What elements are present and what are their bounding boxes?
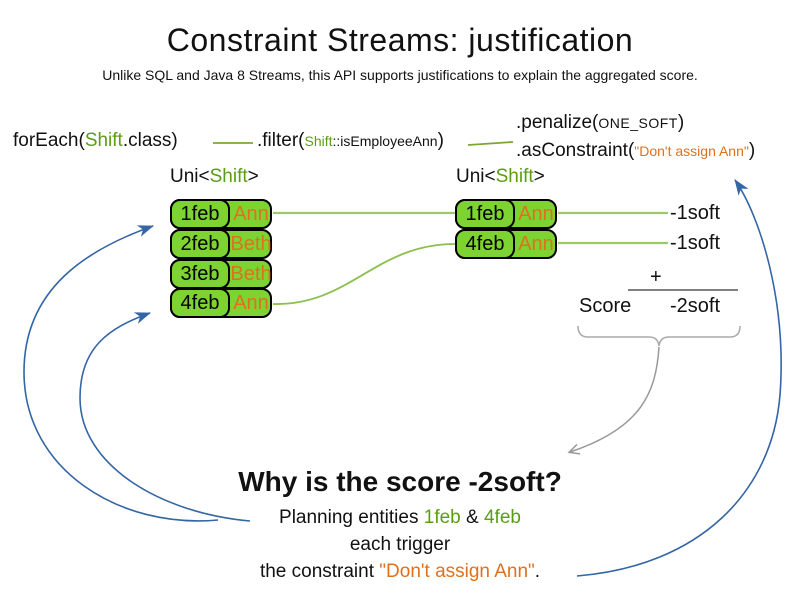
date-cell: 2feb (170, 229, 230, 259)
shift-row-1feb: 1feb Ann (170, 199, 272, 229)
uni-param: Shift (209, 166, 248, 187)
date-cell: 1feb (455, 199, 515, 229)
code-penalize-pre: .penalize( (516, 112, 599, 133)
score-to-why-arrow (567, 346, 660, 455)
shift-row-4feb: 4feb Ann (170, 288, 272, 318)
code-asconstraint: .asConstraint("Don't assign Ann") (516, 140, 755, 162)
date-cell: 4feb (455, 229, 515, 259)
right-stream-type-label: Uni<Shift> (456, 166, 545, 188)
why-line1-pre: Planning entities (279, 507, 424, 528)
employee-cell: Beth (230, 262, 272, 285)
employee-cell: Ann (518, 202, 554, 225)
code-asconstraint-post: ) (748, 140, 756, 161)
uni-pre: Uni< (456, 166, 496, 187)
shift-row-3feb: 3feb Beth (170, 259, 272, 289)
code-penalize-post: ) (677, 112, 685, 133)
code-foreach-pre: forEach( (13, 130, 85, 151)
filtered-row-4feb: 4feb Ann (455, 229, 557, 259)
code-filter-post: ) (437, 130, 444, 151)
code-connector-2 (467, 141, 514, 146)
date-cell: 1feb (170, 199, 230, 229)
why-line-3: the constraint "Don't assign Ann". (0, 558, 800, 585)
why-line-2: each trigger (349, 534, 451, 555)
plus-sign: + (650, 266, 662, 288)
score-brace (577, 325, 741, 347)
uni-post: > (533, 166, 545, 187)
code-asconstraint-arg: "Don't assign Ann" (634, 143, 749, 159)
penalty-2: -1soft (670, 232, 721, 254)
stream-connector-4feb (272, 243, 456, 305)
penalty-1: -1soft (670, 202, 721, 224)
left-stream-type-label: Uni<Shift> (170, 166, 259, 188)
code-foreach: forEach(Shift.class) (13, 130, 178, 152)
date-cell: 4feb (170, 288, 230, 318)
employee-cell: Ann (518, 232, 554, 255)
why-line1-mid: & (460, 507, 484, 528)
slide-title: Constraint Streams: justification (166, 22, 634, 58)
uni-post: > (247, 166, 259, 187)
uni-pre: Uni< (170, 166, 210, 187)
why-heading: Why is the score -2soft? (238, 466, 562, 497)
code-penalize-arg: ONE_SOFT (598, 115, 678, 131)
code-filter-pre: .filter( (257, 130, 305, 151)
code-filter-method: ::isEmployeeAnn (332, 133, 438, 149)
code-foreach-post: .class) (122, 130, 178, 151)
why-line-1: Planning entities 1feb & 4feb (0, 504, 800, 531)
why-line1-entity2: 4feb (483, 507, 521, 528)
code-filter-class: Shift (304, 133, 333, 149)
why-line3-pre: the constraint (259, 561, 380, 582)
why-line3-post: . (534, 561, 541, 582)
employee-cell: Ann (233, 202, 269, 225)
code-filter: .filter(Shift::isEmployeeAnn) (257, 130, 444, 152)
slide-subtitle: Unlike SQL and Java 8 Streams, this API … (102, 67, 698, 83)
sum-line (628, 289, 738, 291)
shift-row-2feb: 2feb Beth (170, 229, 272, 259)
employee-cell: Ann (233, 291, 269, 314)
score-total: -2soft (670, 295, 721, 317)
why-line3-constraint: "Don't assign Ann" (379, 561, 535, 582)
employee-cell: Beth (230, 232, 272, 255)
uni-param: Shift (495, 166, 534, 187)
why-block: Why is the score -2soft? Planning entiti… (0, 466, 800, 585)
code-asconstraint-pre: .asConstraint( (516, 140, 635, 161)
code-penalize: .penalize(ONE_SOFT) (516, 112, 684, 134)
why-line1-entity1: 1feb (423, 507, 461, 528)
code-foreach-class: Shift (84, 130, 123, 151)
date-cell: 3feb (170, 259, 230, 289)
score-label: Score (579, 295, 632, 317)
filtered-row-1feb: 1feb Ann (455, 199, 557, 229)
